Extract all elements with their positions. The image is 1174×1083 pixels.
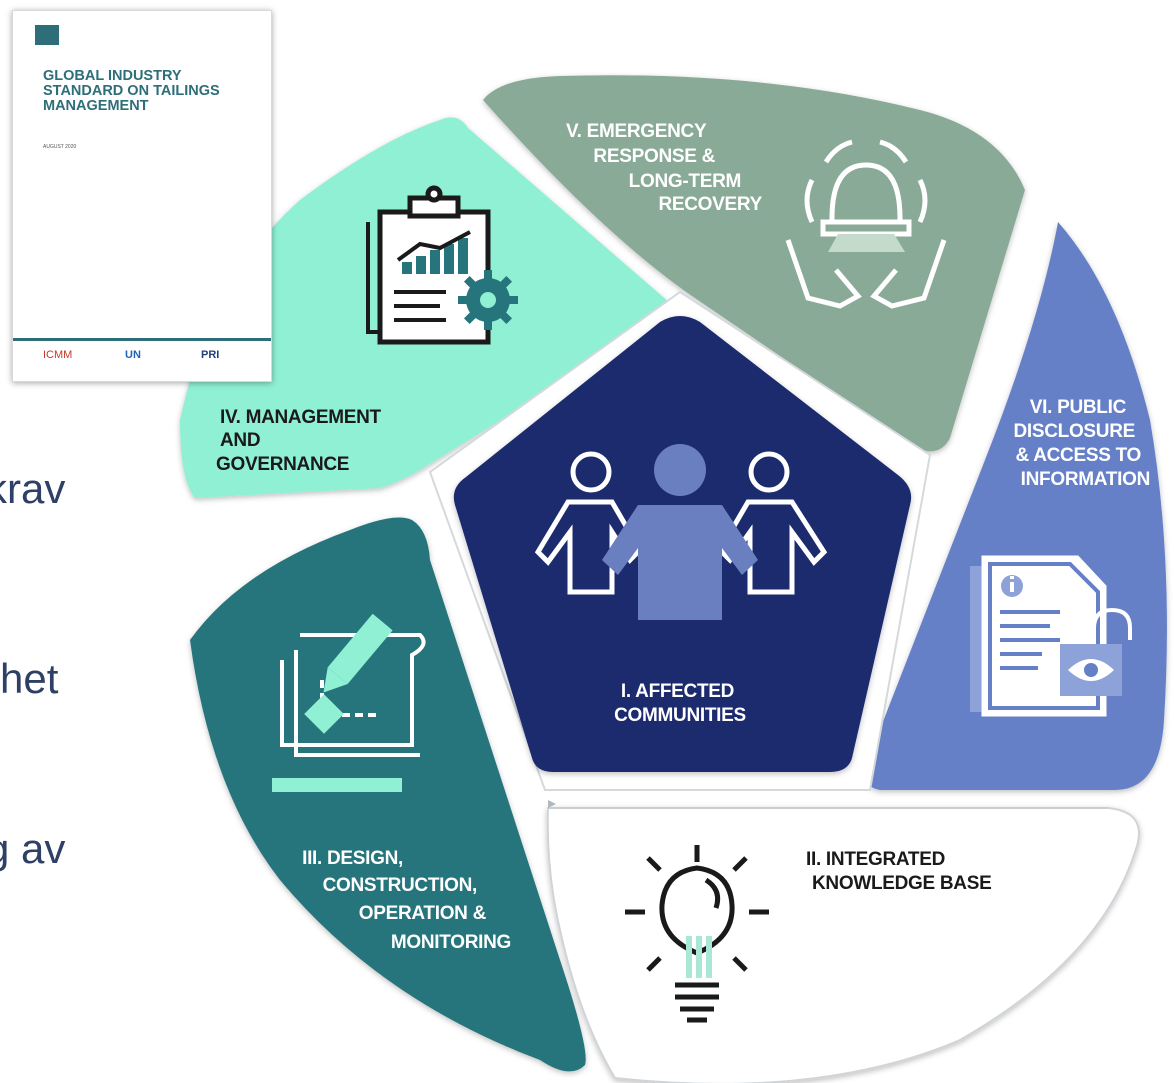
- bullet-text-2: rhet: [0, 655, 59, 702]
- label-public-disclosure: VI. PUBLIC DISCLOSURE & ACCESS TO INFORM…: [1013, 397, 1150, 490]
- segment-emergency-response: [483, 75, 1025, 452]
- partner-icmm: ICMM: [43, 349, 73, 361]
- blueprint-icon: [272, 613, 426, 792]
- alarm-bell-hands-icon: [785, 139, 947, 309]
- label-emergency-response: V. EMERGENCY RESPONSE & LONG-TERM RECOVE…: [566, 121, 763, 215]
- label-affected-communities: I. AFFECTED COMMUNITIES: [614, 681, 746, 726]
- label-knowledge-base: II. INTEGRATED KNOWLEDGE BASE: [806, 849, 991, 894]
- clipboard-chart-icon: [366, 185, 518, 345]
- segment-design-construction: [190, 517, 586, 1072]
- bell-glow: [828, 234, 905, 252]
- lightbulb-icon: [625, 845, 769, 1023]
- cover-logo: [35, 25, 59, 45]
- partner-pri: PRI: [201, 349, 220, 361]
- person-center: [602, 444, 758, 620]
- bullet-text-3: g av: [0, 825, 66, 872]
- document-eye-lock-icon: [970, 555, 1132, 717]
- partner-un: UN: [125, 349, 141, 361]
- lightbulb-filament: [686, 936, 712, 978]
- document-cover: GLOBAL INDUSTRY STANDARD ON TAILINGS MAN…: [12, 10, 272, 382]
- cover-divider: [13, 338, 271, 341]
- segment-knowledge-base: [546, 807, 1140, 1083]
- label-design-construction: III. DESIGN, CONSTRUCTION, OPERATION & M…: [302, 848, 511, 953]
- label-management-governance: IV. MANAGEMENT AND GOVERNANCE: [216, 407, 386, 475]
- cover-title: GLOBAL INDUSTRY STANDARD ON TAILINGS MAN…: [43, 68, 220, 114]
- cover-date: AUGUST 2020: [43, 144, 77, 150]
- bullet-text-1: krav: [0, 465, 66, 512]
